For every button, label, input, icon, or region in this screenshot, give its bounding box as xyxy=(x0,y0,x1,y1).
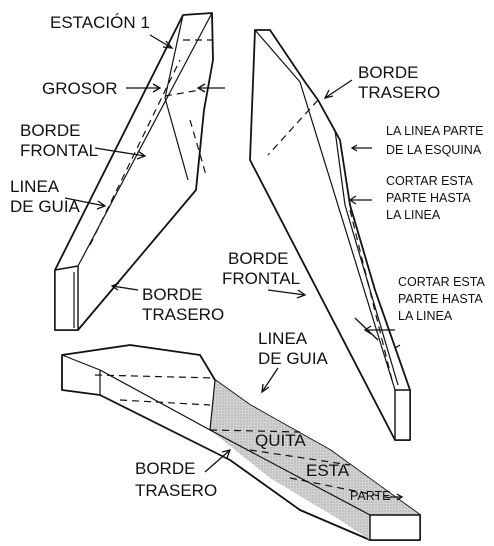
label-cortar-2-line1: CORTAR ESTA xyxy=(398,275,485,289)
label-esta: ESTA xyxy=(306,461,350,480)
bottom-guide-dashes xyxy=(94,374,216,379)
label-linea-guia-2-line1: LINEA xyxy=(258,329,308,348)
arrow-parte xyxy=(390,493,404,501)
label-linea-guia-2-line2: DE GUIA xyxy=(258,349,329,368)
piece-right xyxy=(249,29,411,441)
label-borde-trasero-1-line1: BORDE xyxy=(142,285,202,304)
label-borde-trasero-3-line2: TRASERO xyxy=(135,481,217,500)
arrow-borde-trasero-3 xyxy=(204,449,232,473)
arrow-borde-trasero-2 xyxy=(323,79,353,99)
piece-left xyxy=(54,12,214,331)
label-linea-parte-line1: LA LINEA PARTE xyxy=(386,124,484,138)
label-linea-parte-line2: DE LA ESQUINA xyxy=(386,143,482,157)
label-cortar-2-line3: LA LINEA xyxy=(398,309,453,323)
arrow-cortar-2 xyxy=(363,325,395,335)
arrow-cortar-2b xyxy=(354,317,401,349)
label-cortar-1-line3: LA LINEA xyxy=(386,208,441,222)
piece-right-end-face xyxy=(394,389,411,441)
label-estacion: ESTACIÓN 1 xyxy=(50,13,150,32)
arrow-linea-guia-2 xyxy=(261,367,279,394)
label-borde-trasero-3-line1: BORDE xyxy=(135,459,195,478)
piece-bottom xyxy=(61,344,421,541)
label-quita: QUITA xyxy=(255,431,306,450)
label-borde-frontal-2-line1: BORDE xyxy=(228,249,288,268)
arrow-linea-parte xyxy=(350,144,372,152)
pointer-arrows xyxy=(64,34,404,501)
labels: ESTACIÓN 1 GROSOR BORDE FRONTAL LINEA DE… xyxy=(10,13,485,503)
label-cortar-1-line2: PARTE HASTA xyxy=(386,191,471,205)
label-borde-frontal-2-line2: FRONTAL xyxy=(222,269,300,288)
arrow-borde-trasero-1 xyxy=(110,282,139,291)
left-guide-dashes xyxy=(89,59,181,246)
arrow-linea-guia-1 xyxy=(64,197,107,210)
arrow-estacion xyxy=(149,34,174,49)
label-borde-trasero-2-line2: TRASERO xyxy=(358,83,440,102)
arrow-borde-frontal-2 xyxy=(267,289,307,299)
label-borde-frontal-1-line1: BORDE xyxy=(20,121,80,140)
arrow-grosor-right xyxy=(196,83,225,93)
label-borde-trasero-1-line2: TRASERO xyxy=(142,305,224,324)
label-linea-guia-1-line1: LINEA xyxy=(10,177,60,196)
label-cortar-2-line2: PARTE HASTA xyxy=(398,292,483,306)
label-linea-guia-1-line2: DE GUIA xyxy=(10,197,81,216)
label-cortar-1-line1: CORTAR ESTA xyxy=(386,174,473,188)
right-guide-dashes xyxy=(267,99,319,156)
label-parte: PARTE xyxy=(350,489,391,503)
arrow-cortar-1 xyxy=(348,195,372,205)
label-borde-trasero-2-line1: BORDE xyxy=(358,63,418,82)
label-borde-frontal-1-line2: FRONTAL xyxy=(20,141,98,160)
arrow-borde-frontal-1 xyxy=(94,147,147,160)
piece-left-front-face xyxy=(54,265,79,331)
label-grosor: GROSOR xyxy=(42,79,118,98)
piece-right-body xyxy=(249,29,411,441)
piece-bottom-end-face xyxy=(369,514,421,541)
arrow-grosor xyxy=(126,83,162,93)
